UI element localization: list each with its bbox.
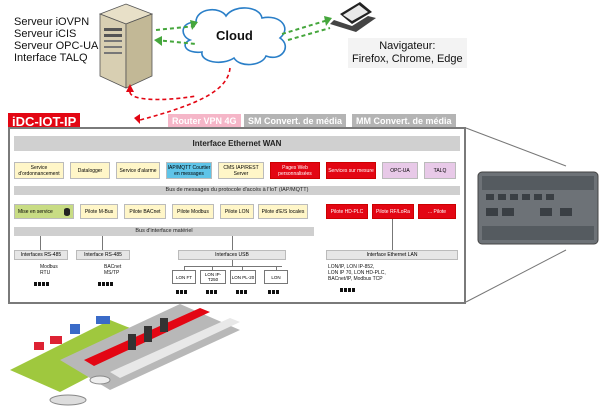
- tab-sm-converter: SM Convert. de média: [244, 114, 347, 128]
- rs485-1-line: Modbus: [40, 264, 58, 270]
- server-icon: [98, 3, 154, 89]
- lan-line: LON IP 70, LON HD-PLC,: [328, 270, 386, 276]
- connector-icon: [98, 282, 113, 286]
- lon-pl20-box: LON PL-20: [230, 270, 256, 284]
- browser-line2: Firefox, Chrome, Edge: [352, 53, 463, 65]
- connector-icon: [34, 282, 49, 286]
- lan-line: BACnet/IP, Modbus TCP: [328, 276, 383, 282]
- connection-arrows: [155, 19, 331, 45]
- usb-branch-line: [184, 266, 282, 267]
- device-image: [477, 171, 599, 245]
- wan-bar: Interface Ethernet WAN: [14, 136, 460, 151]
- lon-ft-box: LON FT: [172, 270, 196, 284]
- connector-icon: [206, 290, 217, 294]
- interface-rs485-1: Interfaces RS-485: [14, 250, 68, 260]
- rs485-1-protocols: Modbus RTU: [40, 264, 58, 276]
- module-lon: Pilote LON: [220, 204, 254, 219]
- module-rf-lora: Pilote RF/LoRa: [372, 204, 414, 219]
- server-label: Serveur iCIS: [14, 28, 77, 40]
- cloud-icon: [182, 7, 286, 66]
- module-alarm: Service d'alarme: [116, 162, 160, 179]
- connector-icon: [176, 290, 187, 294]
- tab-mm-converter: MM Convert. de média: [352, 114, 456, 128]
- zoom-lines: [465, 127, 567, 303]
- module-other-pilot: ... Pilote: [418, 204, 456, 219]
- browser-box: Navigateur: Firefox, Chrome, Edge: [348, 38, 467, 68]
- module-local-io: Pilote d'E/S locales: [258, 204, 308, 219]
- interface-usb: Interfaces USB: [178, 250, 286, 260]
- module-datalogger: Datalogger: [70, 162, 110, 179]
- module-opcua: OPC-UA: [382, 162, 418, 179]
- module-bacnet: Pilote BACnet: [124, 204, 166, 219]
- database-icon: [64, 207, 70, 216]
- rs485-2-protocols: BACnet MS/TP: [104, 264, 121, 276]
- interface-rs485-2: Interface RS-485: [76, 250, 130, 260]
- browser-line1: Navigateur:: [379, 40, 436, 52]
- message-bus: Bus de messages du protocole d'accès à l…: [14, 186, 460, 195]
- module-scheduler: Service d'ordonnancement: [14, 162, 64, 179]
- module-commissioning: Mise en service: [14, 204, 74, 219]
- server-label: Serveur OPC-UA: [14, 40, 99, 52]
- module-modbus: Pilote Modbus: [172, 204, 214, 219]
- module-custom-services: Services sur mesure: [326, 162, 376, 179]
- server-label: Serveur iOVPN: [14, 16, 90, 28]
- connector-icon: [236, 290, 247, 294]
- connector-icon: [268, 290, 279, 294]
- module-talq: TALQ: [424, 162, 456, 179]
- server-label-list: Serveur iOVPN Serveur iCIS Serveur OPC-U…: [14, 16, 98, 64]
- module-cms: CMS IAP/REST Server: [218, 162, 264, 179]
- server-label: Interface TALQ: [14, 52, 88, 64]
- laptop-icon: [330, 2, 376, 32]
- cloud-label: Cloud: [216, 28, 253, 43]
- rs485-1-line: RTU: [40, 270, 51, 276]
- lan-protocols: LON/IP, LON IP-852, LON IP 70, LON HD-PL…: [328, 264, 386, 282]
- rs485-2-line: MS/TP: [104, 270, 120, 276]
- rs485-2-line: BACnet: [104, 264, 122, 270]
- interface-ethernet-lan: Interface Ethernet LAN: [326, 250, 458, 260]
- product-link-arrows: [129, 67, 231, 121]
- lan-line: LON/IP, LON IP-852,: [328, 264, 375, 270]
- product-title: iDC-IOT-IP: [8, 113, 81, 130]
- tab-router: Router VPN 4G: [168, 114, 241, 128]
- module-mbus: Pilote M-Bus: [80, 204, 118, 219]
- field-illustration: [10, 304, 240, 406]
- lon-ip-t250-box: LON IP-T250: [200, 270, 226, 284]
- module-mqtt-broker: IAP/MQTT Courtier en messages: [166, 162, 212, 179]
- module-hdplc: Pilote HD-PLC: [326, 204, 368, 219]
- connector-icon: [340, 288, 355, 292]
- module-web-pages: Pages Web personnalisées: [270, 162, 320, 179]
- commissioning-label: Mise en service: [18, 208, 53, 215]
- hardware-bus: Bus d'interface matériel: [14, 227, 314, 236]
- lon-box: LON: [264, 270, 288, 284]
